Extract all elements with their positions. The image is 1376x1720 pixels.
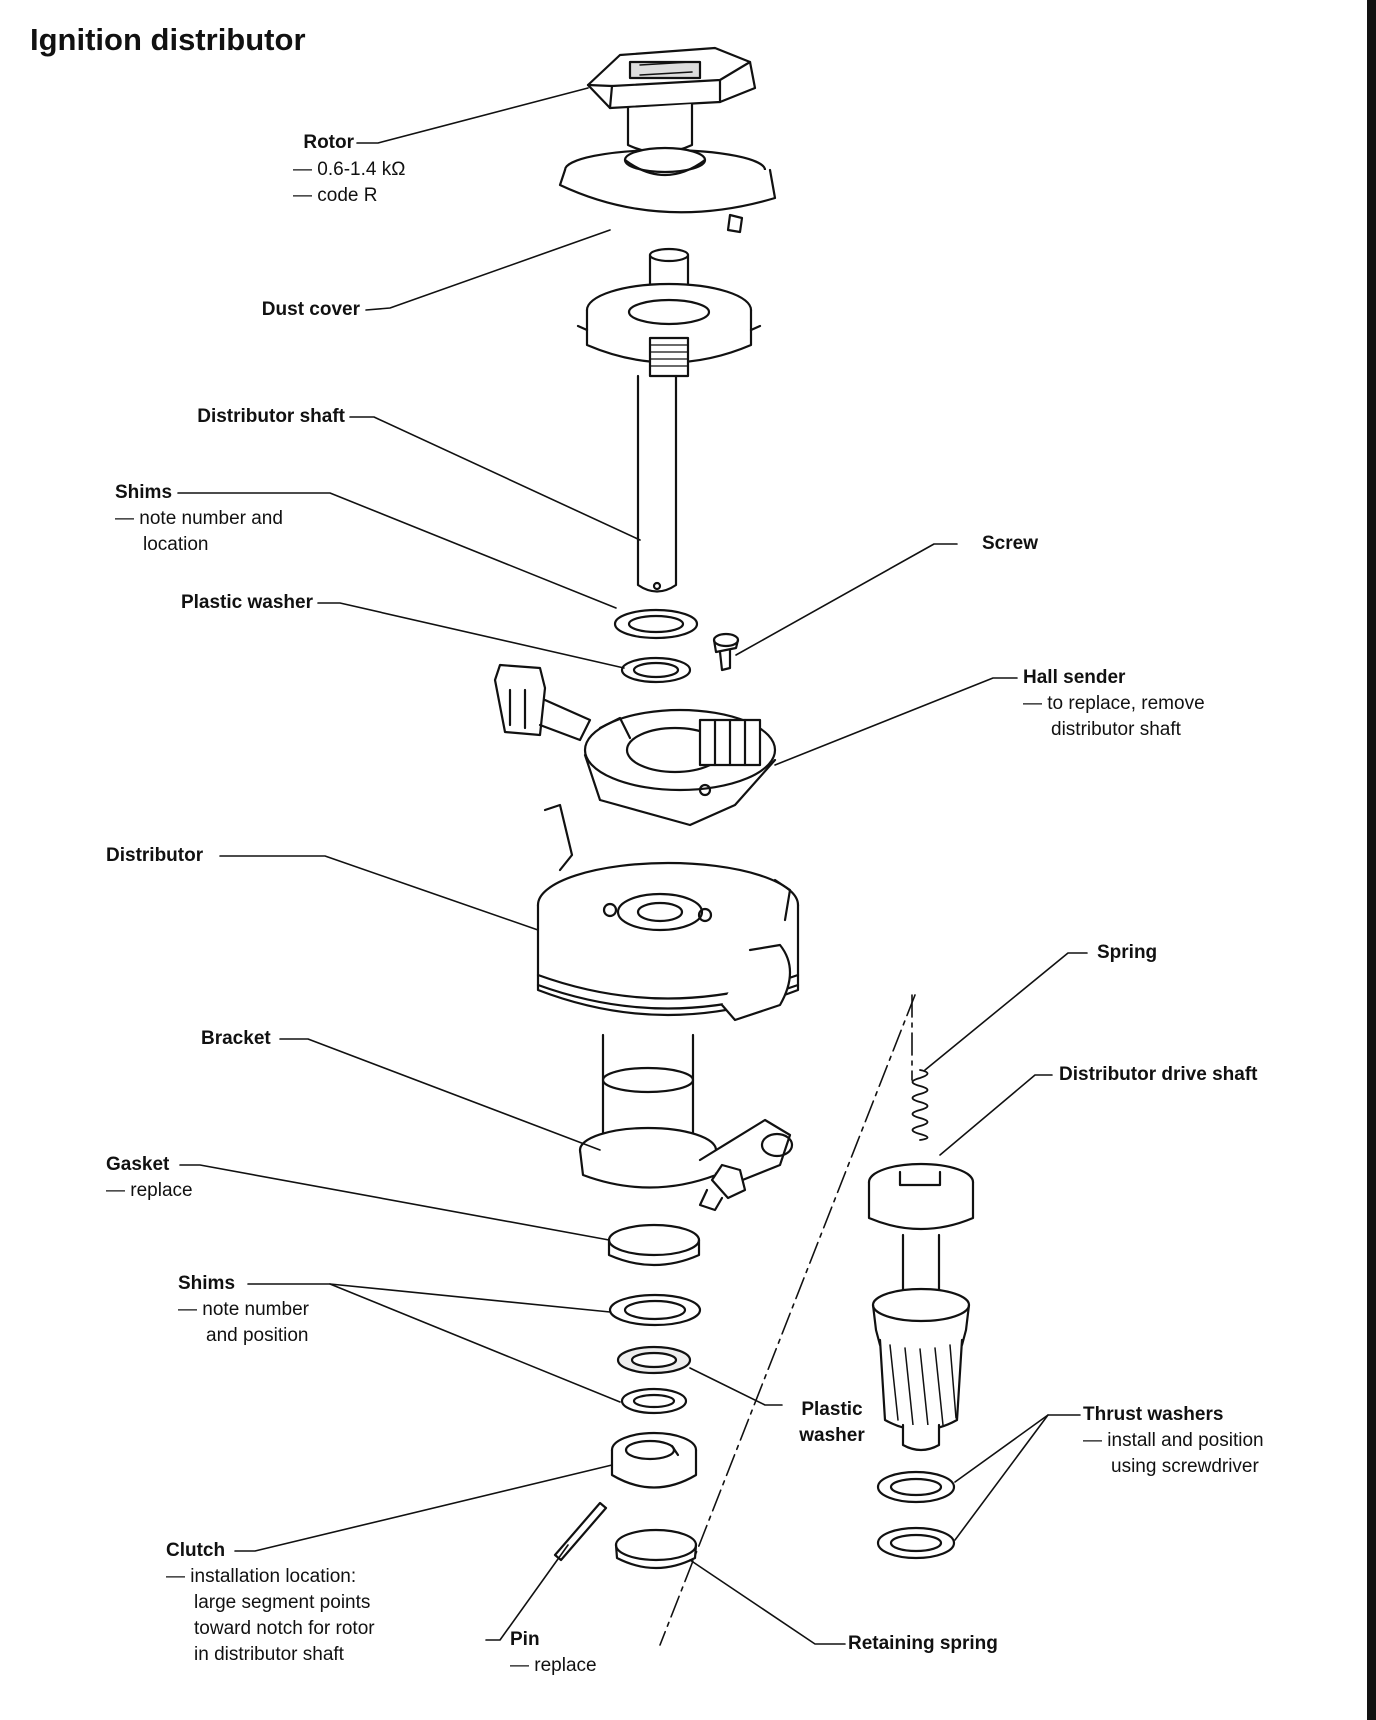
clutch-part: [610, 1431, 698, 1489]
hall-sender-note-2: distributor shaft: [1051, 719, 1181, 740]
distributor-label: Distributor: [106, 843, 203, 869]
hall-sender-part: [493, 663, 777, 827]
distributor-drive-shaft-label: Distributor drive shaft: [1059, 1062, 1257, 1088]
retaining-spring-label: Retaining spring: [848, 1631, 998, 1657]
retaining-spring-part: [614, 1528, 698, 1570]
distributor-shaft-name: Distributor shaft: [197, 406, 345, 427]
gasket-label: Gasket — replace: [106, 1152, 193, 1204]
shims-bottom-name: Shims: [178, 1273, 236, 1294]
shims-top-note-1: — note number and: [115, 508, 283, 529]
spring-part: [911, 1069, 929, 1141]
pin-label: Pin — replace: [510, 1627, 597, 1679]
screw-label: Screw: [982, 531, 1038, 557]
plastic-washer-top-label: Plastic washer: [100, 590, 313, 616]
leader-lines: [177, 87, 1088, 1645]
distributor-name: Distributor: [106, 845, 204, 866]
gasket-part: [607, 1223, 701, 1267]
page-edge-bar: [1367, 0, 1376, 1720]
dust-cover-label: Dust cover: [180, 297, 360, 323]
thrust-washers-note-1: — install and position: [1083, 1430, 1264, 1451]
shims-bottom-note-2: and position: [206, 1325, 309, 1346]
distributor-drive-shaft-part: [867, 1162, 975, 1452]
clutch-label: Clutch — installation location: large se…: [166, 1538, 375, 1668]
rotor-resistance: — 0.6-1.4 kΩ: [293, 159, 406, 180]
rotor-name: Rotor: [303, 132, 354, 153]
thrust-washers-part: [876, 1470, 956, 1560]
distributor-shaft-part: [576, 247, 762, 593]
bracket-label: Bracket: [201, 1026, 271, 1052]
clutch-name: Clutch: [166, 1540, 226, 1561]
pin-name: Pin: [510, 1629, 540, 1650]
spring-label: Spring: [1097, 940, 1157, 966]
rotor-code: — code R: [293, 185, 378, 206]
screw-part: [712, 632, 740, 672]
gasket-name: Gasket: [106, 1154, 170, 1175]
hall-sender-label: Hall sender — to replace, remove distrib…: [1023, 665, 1205, 743]
shims-top-name: Shims: [115, 482, 173, 503]
shims-bottom-part: [608, 1293, 702, 1415]
plastic-washer-bottom-line-2: washer: [799, 1425, 865, 1446]
dust-cover-part: [558, 146, 777, 234]
hall-sender-name: Hall sender: [1023, 667, 1126, 688]
rotor-notes: — 0.6-1.4 kΩ — code R: [293, 157, 405, 209]
plastic-washer-top-part: [620, 656, 692, 684]
clutch-note-3: toward notch for rotor: [194, 1618, 375, 1639]
dust-cover-name: Dust cover: [261, 299, 360, 320]
plastic-washer-bottom-line-1: Plastic: [801, 1399, 863, 1420]
bracket-part: [578, 1033, 794, 1212]
distributor-drive-shaft-name: Distributor drive shaft: [1059, 1064, 1258, 1085]
axis-line: [659, 994, 916, 1646]
bracket-name: Bracket: [201, 1028, 271, 1049]
clutch-note-2: large segment points: [194, 1592, 371, 1613]
thrust-washers-name: Thrust washers: [1083, 1404, 1224, 1425]
thrust-washers-label: Thrust washers — install and position us…: [1083, 1402, 1264, 1480]
plastic-washer-bottom-label: Plastic washer: [788, 1397, 876, 1449]
pin-note: — replace: [510, 1655, 597, 1676]
shims-top-note-2: location: [143, 534, 209, 555]
distributor-body-part: [536, 803, 800, 1022]
shims-top-part: [613, 608, 699, 640]
plastic-washer-top-name: Plastic washer: [180, 592, 313, 613]
retaining-spring-name: Retaining spring: [848, 1633, 998, 1654]
distributor-shaft-label: Distributor shaft: [120, 404, 345, 430]
gasket-note: — replace: [106, 1180, 193, 1201]
shims-bottom-label: Shims — note number and position: [178, 1271, 309, 1349]
thrust-washers-note-2: using screwdriver: [1111, 1456, 1259, 1477]
spring-name: Spring: [1097, 942, 1158, 963]
rotor-label: Rotor: [240, 130, 354, 156]
clutch-note-4: in distributor shaft: [194, 1644, 344, 1665]
clutch-note-1: — installation location:: [166, 1566, 357, 1587]
shims-bottom-note-1: — note number: [178, 1299, 309, 1320]
plastic-washer-bottom-part: [616, 1345, 692, 1375]
page-title: Ignition distributor: [30, 22, 306, 57]
hall-sender-note-1: — to replace, remove: [1023, 693, 1205, 714]
shims-top-label: Shims — note number and location: [115, 480, 283, 558]
rotor-part: [586, 46, 757, 154]
screw-name: Screw: [982, 533, 1038, 554]
